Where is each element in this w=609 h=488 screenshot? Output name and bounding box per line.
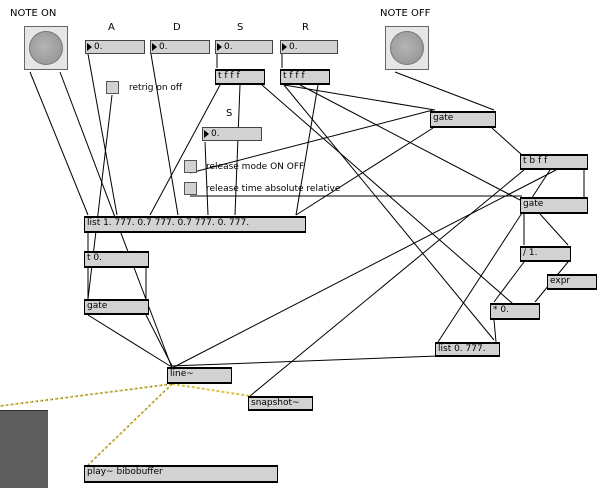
cord: [150, 53, 179, 216]
signal-cord: [87, 383, 173, 466]
line-signal-object[interactable]: line~: [167, 367, 232, 384]
cord: [283, 84, 436, 111]
sustain-number-box[interactable]: 0.: [215, 40, 273, 54]
release-number-box[interactable]: 0.: [280, 40, 338, 54]
a-label: A: [108, 22, 115, 33]
cord: [394, 71, 495, 111]
release-mode-toggle[interactable]: [184, 160, 197, 173]
cord: [145, 314, 173, 367]
signal-cord: [0, 383, 173, 407]
cord: [493, 261, 525, 303]
s-small-label: S: [226, 108, 233, 119]
list-envelope-object[interactable]: list 1. 777. 0.7 777. 0.7 777. 0. 777.: [84, 216, 306, 233]
note-off-label: NOTE OFF: [380, 8, 431, 19]
attack-number-box[interactable]: 0.: [85, 40, 145, 54]
dark-panel: [0, 410, 48, 488]
cord: [189, 109, 434, 174]
decay-number-box[interactable]: 0.: [150, 40, 210, 54]
retrig-toggle[interactable]: [106, 81, 119, 94]
bang-circle-icon: [29, 31, 63, 65]
list-release-object[interactable]: list 0. 777.: [435, 342, 500, 357]
divide-object[interactable]: / 1.: [520, 246, 571, 262]
play-buffer-object[interactable]: play~ bibobuffer: [84, 465, 278, 483]
cord: [295, 127, 434, 216]
release-time-label: release time absolute relative: [206, 184, 341, 194]
cord: [87, 53, 118, 216]
cord: [261, 84, 521, 311]
expr-object[interactable]: expr: [547, 274, 597, 290]
trigger-zero-object[interactable]: t 0.: [84, 251, 149, 268]
r-label: R: [302, 22, 309, 33]
cord: [491, 127, 523, 156]
release-time-toggle[interactable]: [184, 182, 197, 195]
cord: [539, 213, 569, 246]
cord: [234, 84, 241, 216]
release-mode-label: release mode ON OFF: [206, 162, 305, 172]
cord: [149, 84, 221, 216]
bang-circle-icon: [390, 31, 424, 65]
multiply-object[interactable]: * 0.: [490, 303, 540, 320]
d-label: D: [173, 22, 181, 33]
gate-top-object[interactable]: gate: [430, 111, 496, 128]
cord: [249, 169, 525, 397]
gate-left-object[interactable]: gate: [84, 299, 149, 315]
note-off-bang[interactable]: [385, 26, 429, 70]
sustain-small-number-box[interactable]: 0.: [202, 127, 262, 141]
cord: [87, 314, 171, 367]
cord: [295, 84, 319, 216]
snapshot-object[interactable]: snapshot~: [248, 396, 313, 411]
trigger-release-object[interactable]: t f f f: [280, 69, 330, 85]
s-label: S: [237, 22, 244, 33]
cord: [87, 94, 113, 300]
trigger-bang-object[interactable]: t b f f: [520, 154, 588, 170]
cord: [29, 71, 89, 216]
cord: [169, 355, 439, 367]
retrig-label: retrig on off: [129, 83, 183, 93]
signal-cord: [171, 383, 251, 397]
cord: [493, 319, 497, 343]
trigger-sustain-object[interactable]: t f f f: [215, 69, 265, 85]
note-on-bang[interactable]: [24, 26, 68, 70]
cord: [283, 84, 495, 341]
gate-right-object[interactable]: gate: [520, 197, 588, 214]
note-on-label: NOTE ON: [10, 8, 57, 19]
cord: [204, 141, 209, 216]
cord: [171, 169, 557, 369]
